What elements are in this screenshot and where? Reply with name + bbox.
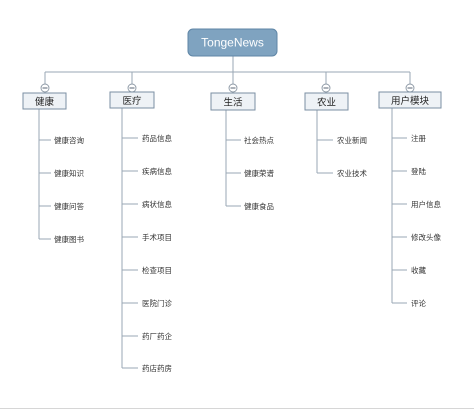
leaf-item[interactable]: 疾病信息 (142, 166, 172, 176)
leaf-item[interactable]: 评论 (411, 298, 426, 308)
leaf-item[interactable]: 修改头像 (411, 232, 441, 242)
leaf-item[interactable]: 健康食品 (244, 201, 274, 211)
category-node-user-module[interactable]: 用户模块 (378, 83, 442, 109)
leaf-item[interactable]: 健康问答 (54, 201, 84, 211)
leaf-item[interactable]: 医院门诊 (142, 298, 172, 308)
root-node[interactable]: TongeNews (187, 28, 278, 57)
leaf-item[interactable]: 健康咨询 (54, 135, 84, 145)
leaf-item[interactable]: 注册 (411, 133, 426, 143)
leaf-item[interactable]: 收藏 (411, 265, 426, 275)
leaf-item[interactable]: 健康荣谱 (244, 168, 274, 178)
leaf-item[interactable]: 农业技术 (337, 168, 367, 178)
category-node-agriculture[interactable]: 农业 (304, 83, 349, 111)
root-node-label: TongeNews (201, 36, 264, 50)
leaf-item[interactable]: 药店药房 (142, 363, 172, 373)
category-label: 健康 (35, 96, 55, 108)
category-label: 农业 (317, 97, 336, 109)
collapse-toggle[interactable] (40, 83, 50, 93)
leaf-item[interactable]: 手术项目 (142, 232, 172, 242)
leaf-item[interactable]: 病状信息 (142, 199, 172, 209)
leaf-item[interactable]: 登陆 (411, 166, 426, 176)
category-label: 医疗 (122, 95, 142, 107)
leaf-item[interactable]: 用户信息 (411, 199, 441, 209)
leaf-item[interactable]: 农业新闻 (337, 135, 367, 145)
collapse-toggle[interactable] (405, 83, 415, 93)
collapse-toggle[interactable] (228, 83, 238, 93)
leaf-item[interactable]: 健康知识 (54, 168, 84, 178)
connector-lines (38, 56, 411, 369)
category-node-health[interactable]: 健康 (22, 83, 67, 110)
category-label: 用户模块 (391, 95, 430, 107)
leaf-item[interactable]: 药厂药企 (142, 331, 172, 341)
leaf-item[interactable]: 检查项目 (142, 265, 172, 275)
leaf-item[interactable]: 药品信息 (142, 133, 172, 143)
leaf-item[interactable]: 社会热点 (244, 135, 274, 145)
category-node-life[interactable]: 生活 (210, 83, 256, 111)
category-node-medical[interactable]: 医疗 (109, 83, 155, 109)
collapse-toggle[interactable] (127, 83, 137, 93)
collapse-toggle[interactable] (321, 83, 331, 93)
category-label: 生活 (223, 97, 243, 109)
leaf-item[interactable]: 健康图书 (54, 234, 84, 244)
